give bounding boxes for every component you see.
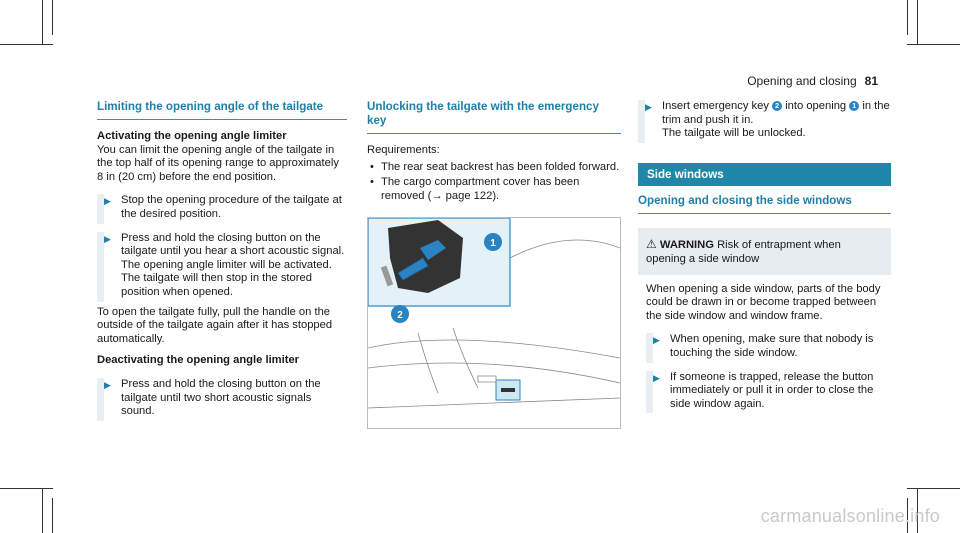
paragraph: To open the tailgate fully, pull the han… xyxy=(97,305,333,345)
play-arrow-icon: ▶ xyxy=(104,379,111,390)
column-side-windows: ▶ Insert emergency key 2 into opening 1 … xyxy=(638,100,891,420)
step-bar xyxy=(97,231,104,302)
crop-mark xyxy=(42,0,43,45)
warning-title: WARNING xyxy=(659,239,714,252)
crop-mark xyxy=(917,488,918,533)
step-text: Press and hold the closing button on the… xyxy=(121,377,321,418)
page-number: 81 xyxy=(864,74,878,88)
callout-1-circle xyxy=(484,233,502,252)
crop-mark xyxy=(907,488,960,489)
page-header: Opening and closing 81 xyxy=(747,74,878,88)
callout-1-badge: 1 xyxy=(849,101,860,112)
crop-mark xyxy=(907,0,908,35)
column-limiting-angle: Limiting the opening angle of the tailga… xyxy=(97,100,347,421)
paragraph: You can limit the opening angle of the t… xyxy=(97,143,339,183)
play-arrow-icon: ▶ xyxy=(104,233,111,244)
crop-mark xyxy=(0,488,53,489)
step-bar xyxy=(97,194,104,224)
step-text: If someone is trapped, release the butto… xyxy=(670,370,874,410)
crop-mark xyxy=(917,0,918,45)
step-text: The tailgate will be unlocked. xyxy=(662,127,806,140)
play-arrow-icon: ▶ xyxy=(653,335,660,346)
tailgate-illustration: 1 2 xyxy=(367,217,621,430)
requirements-label: Requirements: xyxy=(367,144,440,156)
header-section: Opening and closing xyxy=(747,74,857,88)
crop-mark xyxy=(0,44,53,45)
warning-header: ⚠ WARNING Risk of entrapment when openin… xyxy=(646,238,883,266)
step-bar xyxy=(97,377,104,421)
crop-mark xyxy=(907,44,960,45)
callout-1-label: 1 xyxy=(490,238,496,249)
step: ▶ Press and hold the closing button on t… xyxy=(97,377,347,421)
step-text-part: into opening xyxy=(785,100,847,112)
step: ▶ Insert emergency key 2 into opening 1 … xyxy=(638,100,891,143)
play-arrow-icon: ▶ xyxy=(645,102,652,112)
crop-mark xyxy=(52,498,53,533)
list-item: The cargo compartment cover has been rem… xyxy=(370,176,621,203)
subheading-activating: Activating the opening angle limiter xyxy=(97,130,287,142)
crop-mark xyxy=(42,488,43,533)
warning-body: When opening a side window, parts of the… xyxy=(638,274,891,420)
step-bar xyxy=(646,333,653,363)
callout-2-circle xyxy=(391,305,409,324)
step-text-part: in the trim and push it in. xyxy=(662,100,890,126)
heading-side-windows: Opening and closing the side windows xyxy=(638,194,891,215)
step: ▶ When opening, make sure that nobody is… xyxy=(646,333,883,363)
illustration-drawing: 1 2 xyxy=(368,218,620,429)
step-text: The tailgate will then stop in the store… xyxy=(121,272,312,298)
step-text-part: Insert emergency key xyxy=(662,100,769,112)
heading-limiting-angle: Limiting the opening angle of the tailga… xyxy=(97,100,347,120)
step: ▶ Stop the opening procedure of the tail… xyxy=(97,194,347,224)
column-emergency-key: Unlocking the tailgate with the emergenc… xyxy=(367,100,621,430)
step-text: Press and hold the closing button on the… xyxy=(121,231,345,258)
subheading-deactivating: Deactivating the opening angle limiter xyxy=(97,354,300,367)
requirements-list: The rear seat backrest has been folded f… xyxy=(367,161,621,204)
callout-2-label: 2 xyxy=(397,310,403,321)
step-bar xyxy=(638,100,645,143)
watermark: carmanualsonline.info xyxy=(760,506,940,526)
step: ▶ Press and hold the closing button on t… xyxy=(97,231,347,302)
step-bar xyxy=(646,370,653,414)
step-text: Insert emergency key 2 into opening 1 in… xyxy=(662,100,891,127)
step-text: The opening angle limiter will be activa… xyxy=(121,258,332,271)
play-arrow-icon: ▶ xyxy=(104,196,111,207)
list-item: The rear seat backrest has been folded f… xyxy=(370,161,621,175)
warning-title-text: Risk of entrapment when opening a side w… xyxy=(646,239,841,265)
crop-mark xyxy=(52,0,53,35)
step: ▶ If someone is trapped, release the but… xyxy=(646,370,883,414)
callout-2-badge: 2 xyxy=(772,101,783,112)
step-text: When opening, make sure that nobody is t… xyxy=(670,333,874,359)
crop-mark xyxy=(907,498,908,533)
step-text: Stop the opening procedure of the tailga… xyxy=(121,194,342,220)
heading-emergency-key: Unlocking the tailgate with the emergenc… xyxy=(367,100,621,134)
play-arrow-icon: ▶ xyxy=(653,372,660,383)
warning-box: ⚠ WARNING Risk of entrapment when openin… xyxy=(638,228,891,420)
warning-triangle-icon: ⚠ xyxy=(646,237,657,252)
section-bar-side-windows: Side windows xyxy=(638,162,891,187)
warning-text: When opening a side window, parts of the… xyxy=(646,282,881,322)
